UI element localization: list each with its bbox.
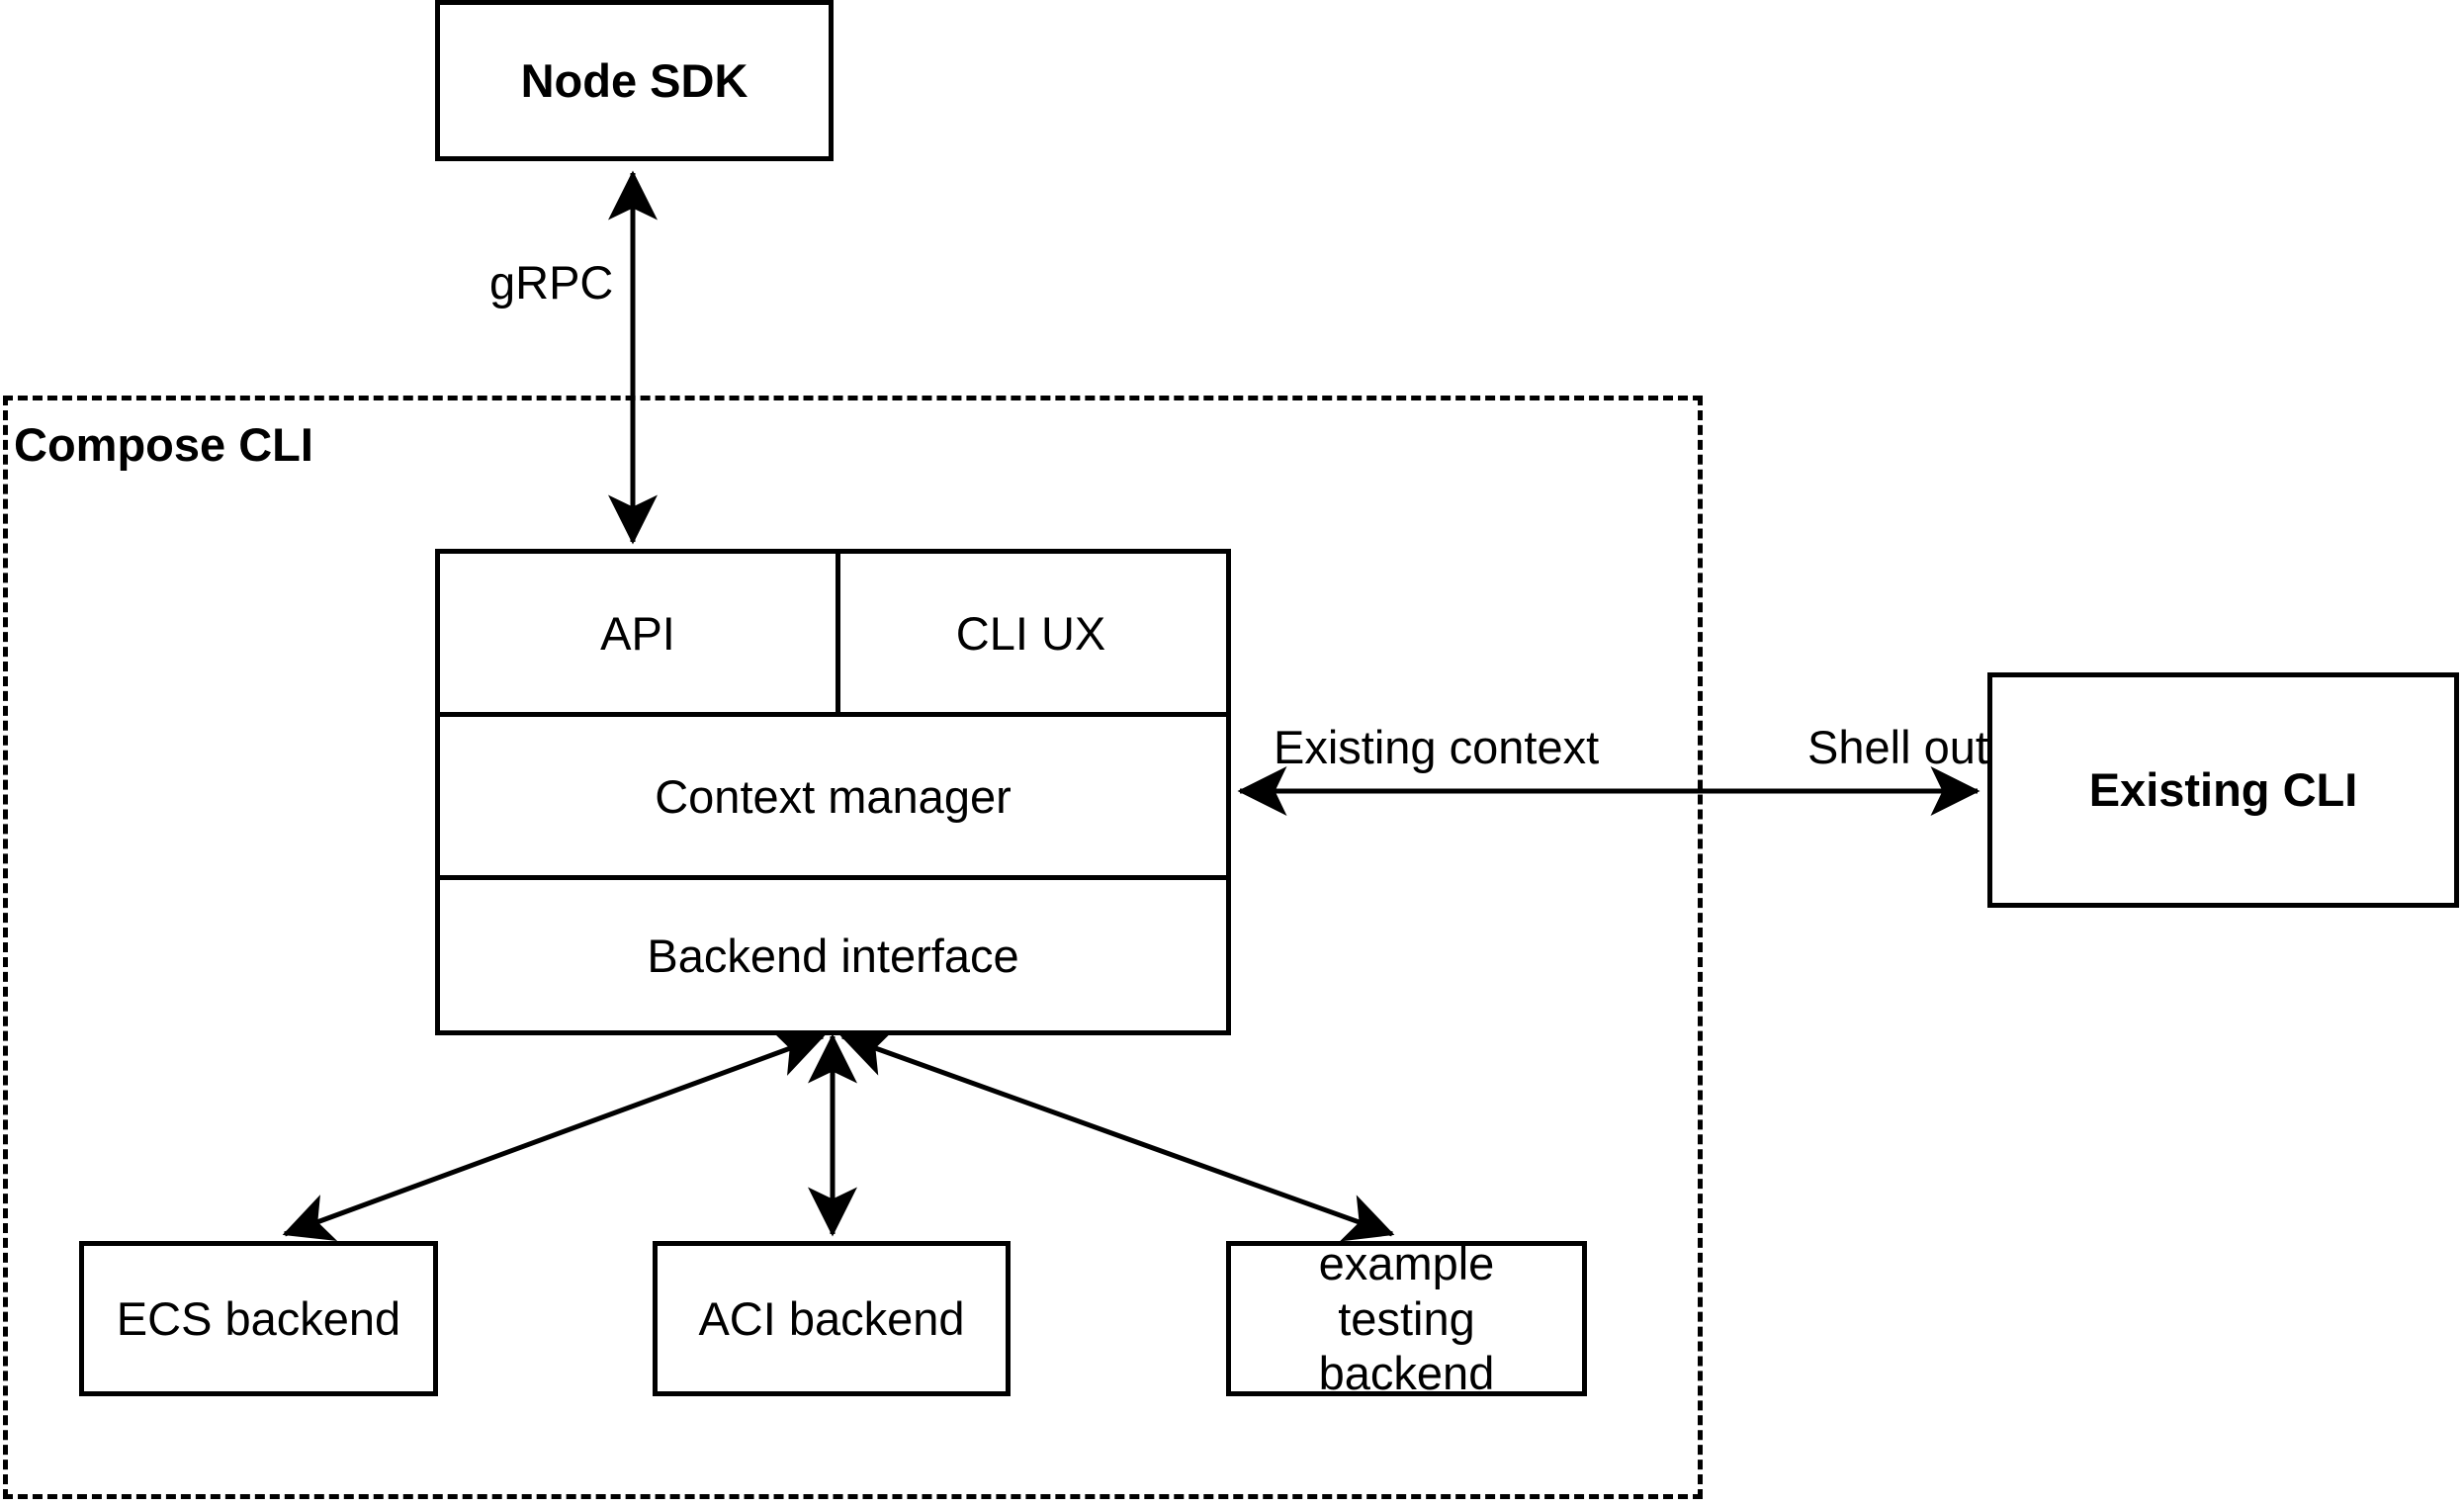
stack-divider-row-2 xyxy=(440,875,1226,880)
stack-row-api-cliux: API CLI UX xyxy=(440,554,1226,712)
stack-cell-context-manager[interactable]: Context manager xyxy=(655,769,1012,823)
node-node-sdk[interactable]: Node SDK xyxy=(435,0,834,161)
node-ecs-backend[interactable]: ECS backend xyxy=(79,1241,438,1396)
compose-cli-group-label: Compose CLI xyxy=(14,418,313,471)
stack-cell-backend-interface[interactable]: Backend interface xyxy=(647,929,1019,982)
compose-cli-stack: API CLI UX Context manager Backend inter… xyxy=(435,549,1231,1035)
stack-row-context-manager: Context manager xyxy=(440,717,1226,875)
edge-label-shell-out: Shell out xyxy=(1807,721,1988,773)
stack-cell-api[interactable]: API xyxy=(600,606,675,660)
stack-divider-vertical xyxy=(836,554,840,712)
stack-divider-row-1 xyxy=(440,712,1226,717)
edge-ecs-backend xyxy=(282,1028,826,1242)
edge-label-grpc: gRPC xyxy=(489,256,614,309)
stack-cell-cli-ux[interactable]: CLI UX xyxy=(955,606,1106,660)
stack-row-backend-interface: Backend interface xyxy=(440,880,1226,1030)
edge-label-existing-context: Existing context xyxy=(1274,721,1600,773)
edge-example-testing-backend xyxy=(839,1028,1395,1242)
node-existing-cli[interactable]: Existing CLI xyxy=(1987,672,2459,908)
compose-cli-group xyxy=(3,396,1703,1499)
node-aci-backend[interactable]: ACI backend xyxy=(653,1241,1011,1396)
node-example-testing-backend[interactable]: example testing backend xyxy=(1226,1237,1587,1399)
